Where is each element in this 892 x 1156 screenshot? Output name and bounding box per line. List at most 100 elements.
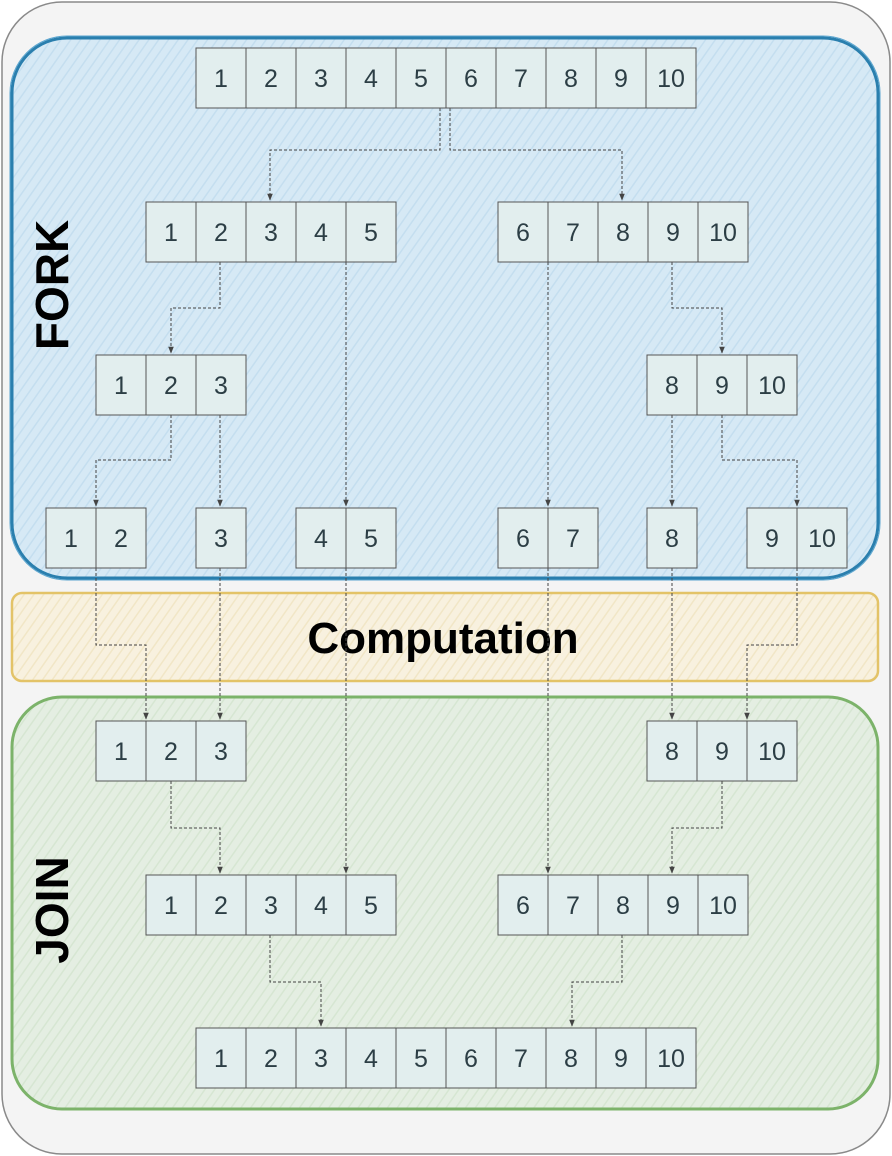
array-cell-value: 3 xyxy=(214,525,228,553)
array-cell-value: 2 xyxy=(114,525,128,553)
connector-arrow xyxy=(449,108,625,201)
array-cell xyxy=(595,1027,647,1089)
array-cell xyxy=(645,47,697,109)
array-cell xyxy=(646,507,698,569)
array-cell-value: 8 xyxy=(564,1045,578,1073)
array-cell-value: 8 xyxy=(665,372,679,400)
connector-arrow xyxy=(744,568,798,720)
array-cell xyxy=(595,47,647,109)
array-cell xyxy=(95,720,147,782)
array-cell xyxy=(295,1027,347,1089)
fork-label: FORK xyxy=(26,220,78,350)
array-cell-value: 10 xyxy=(758,372,786,400)
connector-arrow xyxy=(269,935,324,1027)
array-cell-value: 2 xyxy=(214,892,228,920)
array-fork-leaf-8: 8 xyxy=(646,507,698,569)
array-cell-value: 1 xyxy=(164,219,178,247)
array-cell-value: 8 xyxy=(564,65,578,93)
array-cell-value: 1 xyxy=(114,372,128,400)
array-cell xyxy=(746,507,798,569)
array-cell-value: 1 xyxy=(114,738,128,766)
array-cell-value: 5 xyxy=(364,525,378,553)
array-cell-value: 2 xyxy=(214,219,228,247)
array-cell xyxy=(746,720,798,782)
array-cell xyxy=(697,201,749,263)
array-cell-value: 3 xyxy=(214,372,228,400)
array-cell-value: 10 xyxy=(709,219,737,247)
array-cell xyxy=(245,874,297,936)
connector-arrow xyxy=(168,262,221,354)
join-band xyxy=(10,695,880,1111)
array-fork-right-quarter: 8 9 10 xyxy=(646,354,798,416)
array-cell xyxy=(796,507,848,569)
array-cell xyxy=(295,201,347,263)
array-cell xyxy=(195,354,247,416)
array-cell xyxy=(295,47,347,109)
array-cell-value: 7 xyxy=(566,219,580,247)
array-cell xyxy=(395,1027,447,1089)
array-cell xyxy=(495,1027,547,1089)
array-cell xyxy=(95,354,147,416)
array-fork-leaf-3: 3 xyxy=(195,507,247,569)
connector-arrow xyxy=(95,568,149,720)
array-cell xyxy=(345,1027,397,1089)
connector-arrow xyxy=(669,781,723,874)
array-cell-value: 7 xyxy=(566,892,580,920)
array-cell-value: 5 xyxy=(364,892,378,920)
array-cell xyxy=(746,354,798,416)
array-cell-value: 3 xyxy=(314,1045,328,1073)
array-cell-value: 10 xyxy=(709,892,737,920)
array-cell-value: 4 xyxy=(314,525,328,553)
array-cell xyxy=(195,47,247,109)
array-cell-value: 9 xyxy=(715,372,729,400)
computation-band xyxy=(10,591,880,683)
array-cell-value: 7 xyxy=(514,1045,528,1073)
array-cell-value: 5 xyxy=(364,219,378,247)
array-cell xyxy=(545,1027,597,1089)
connector-arrow xyxy=(671,262,725,354)
array-cell-value: 2 xyxy=(264,1045,278,1073)
array-cell xyxy=(696,354,748,416)
array-cell-value: 4 xyxy=(364,65,378,93)
array-cell-value: 9 xyxy=(715,738,729,766)
array-cell xyxy=(597,874,649,936)
array-cell xyxy=(195,720,247,782)
connector-arrow xyxy=(267,108,441,201)
array-cell xyxy=(497,874,549,936)
array-cell xyxy=(547,507,599,569)
array-cell-value: 6 xyxy=(464,65,478,93)
array-cell xyxy=(145,874,197,936)
array-cell xyxy=(345,47,397,109)
array-cell-value: 2 xyxy=(164,372,178,400)
array-cell-value: 8 xyxy=(616,892,630,920)
array-cell-value: 1 xyxy=(64,525,78,553)
array-cell xyxy=(195,1027,247,1089)
array-cell xyxy=(45,507,97,569)
array-cell xyxy=(295,507,347,569)
connector-arrow xyxy=(721,415,800,507)
array-cell xyxy=(145,354,197,416)
array-cell-value: 6 xyxy=(516,892,530,920)
array-cell xyxy=(345,507,397,569)
array-cell-value: 1 xyxy=(214,65,228,93)
array-cell xyxy=(95,507,147,569)
array-cell-value: 8 xyxy=(665,738,679,766)
array-cell-value: 2 xyxy=(264,65,278,93)
array-cell xyxy=(245,47,297,109)
array-cell xyxy=(497,507,549,569)
array-cell-value: 5 xyxy=(414,1045,428,1073)
array-cell-value: 7 xyxy=(566,525,580,553)
array-cell-value: 7 xyxy=(514,65,528,93)
array-cell-value: 8 xyxy=(616,219,630,247)
